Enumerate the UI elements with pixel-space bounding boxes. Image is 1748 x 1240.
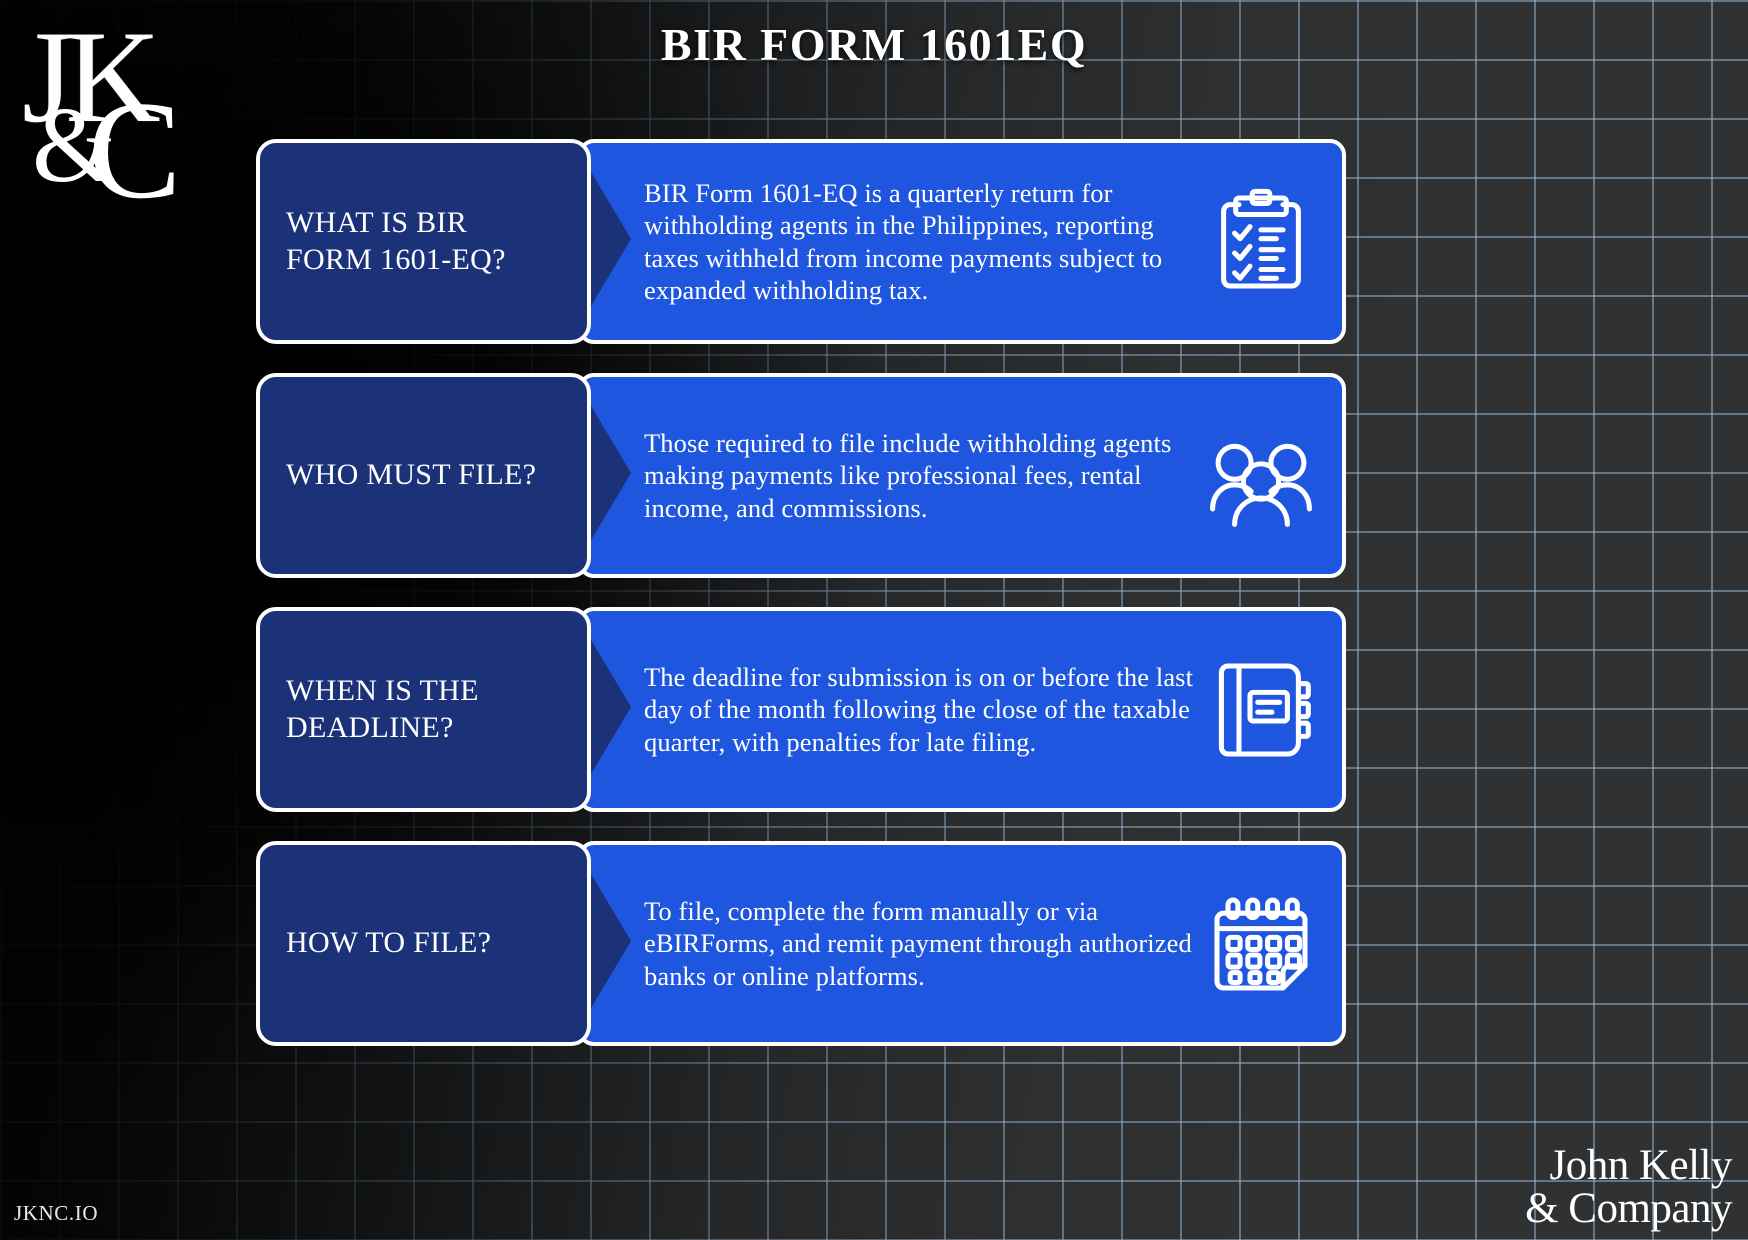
row-label-box: WHO MUST FILE?: [256, 373, 591, 578]
brand-logo: JK & C: [10, 3, 181, 228]
info-row: Those required to file include withholdi…: [256, 373, 1346, 578]
row-label-box: HOW TO FILE?: [256, 841, 591, 1046]
content-rows: BIR Form 1601-EQ is a quarterly return f…: [256, 139, 1346, 1075]
footer-company-line2: & Company: [1525, 1185, 1732, 1232]
logo-ampersand: &: [32, 86, 117, 205]
row-label-text: WHEN IS THE DEADLINE?: [286, 673, 479, 744]
row-label-text: WHO MUST FILE?: [286, 458, 537, 492]
row-arrow-pointer: [587, 139, 643, 344]
row-content-panel: BIR Form 1601-EQ is a quarterly return f…: [578, 139, 1346, 344]
row-content-panel: The deadline for submission is on or bef…: [578, 607, 1346, 812]
info-row: BIR Form 1601-EQ is a quarterly return f…: [256, 139, 1346, 344]
notebook-icon: [1206, 655, 1316, 765]
people-group-icon: [1206, 421, 1316, 531]
calendar-icon: [1206, 889, 1316, 999]
row-body-text: The deadline for submission is on or bef…: [644, 662, 1194, 757]
logo-initials-jk: JK: [22, 3, 161, 150]
footer-site-url: JKNC.IO: [14, 1201, 99, 1225]
row-label-text: HOW TO FILE?: [286, 926, 492, 960]
row-content-panel: To file, complete the form manually or v…: [578, 841, 1346, 1046]
row-body-text: To file, complete the form manually or v…: [644, 896, 1192, 991]
info-row: To file, complete the form manually or v…: [256, 841, 1346, 1046]
row-body-text: Those required to file include withholdi…: [644, 428, 1172, 523]
row-label-text: WHAT IS BIR FORM 1601-EQ?: [286, 205, 506, 276]
row-label-box: WHAT IS BIR FORM 1601-EQ?: [256, 139, 591, 344]
row-arrow-pointer: [587, 841, 643, 1046]
row-label-box: WHEN IS THE DEADLINE?: [256, 607, 591, 812]
clipboard-checklist-icon: [1206, 187, 1316, 297]
row-arrow-pointer: [587, 607, 643, 812]
info-row: The deadline for submission is on or bef…: [256, 607, 1346, 812]
logo-letter-c: C: [88, 73, 182, 228]
footer-company: John Kelly & Company: [1525, 1144, 1732, 1230]
page-title: BIR FORM 1601EQ: [660, 19, 1088, 70]
row-content-panel: Those required to file include withholdi…: [578, 373, 1346, 578]
row-arrow-pointer: [587, 373, 643, 578]
footer-company-line1: John Kelly: [1549, 1142, 1732, 1189]
row-body-text: BIR Form 1601-EQ is a quarterly return f…: [644, 178, 1163, 305]
